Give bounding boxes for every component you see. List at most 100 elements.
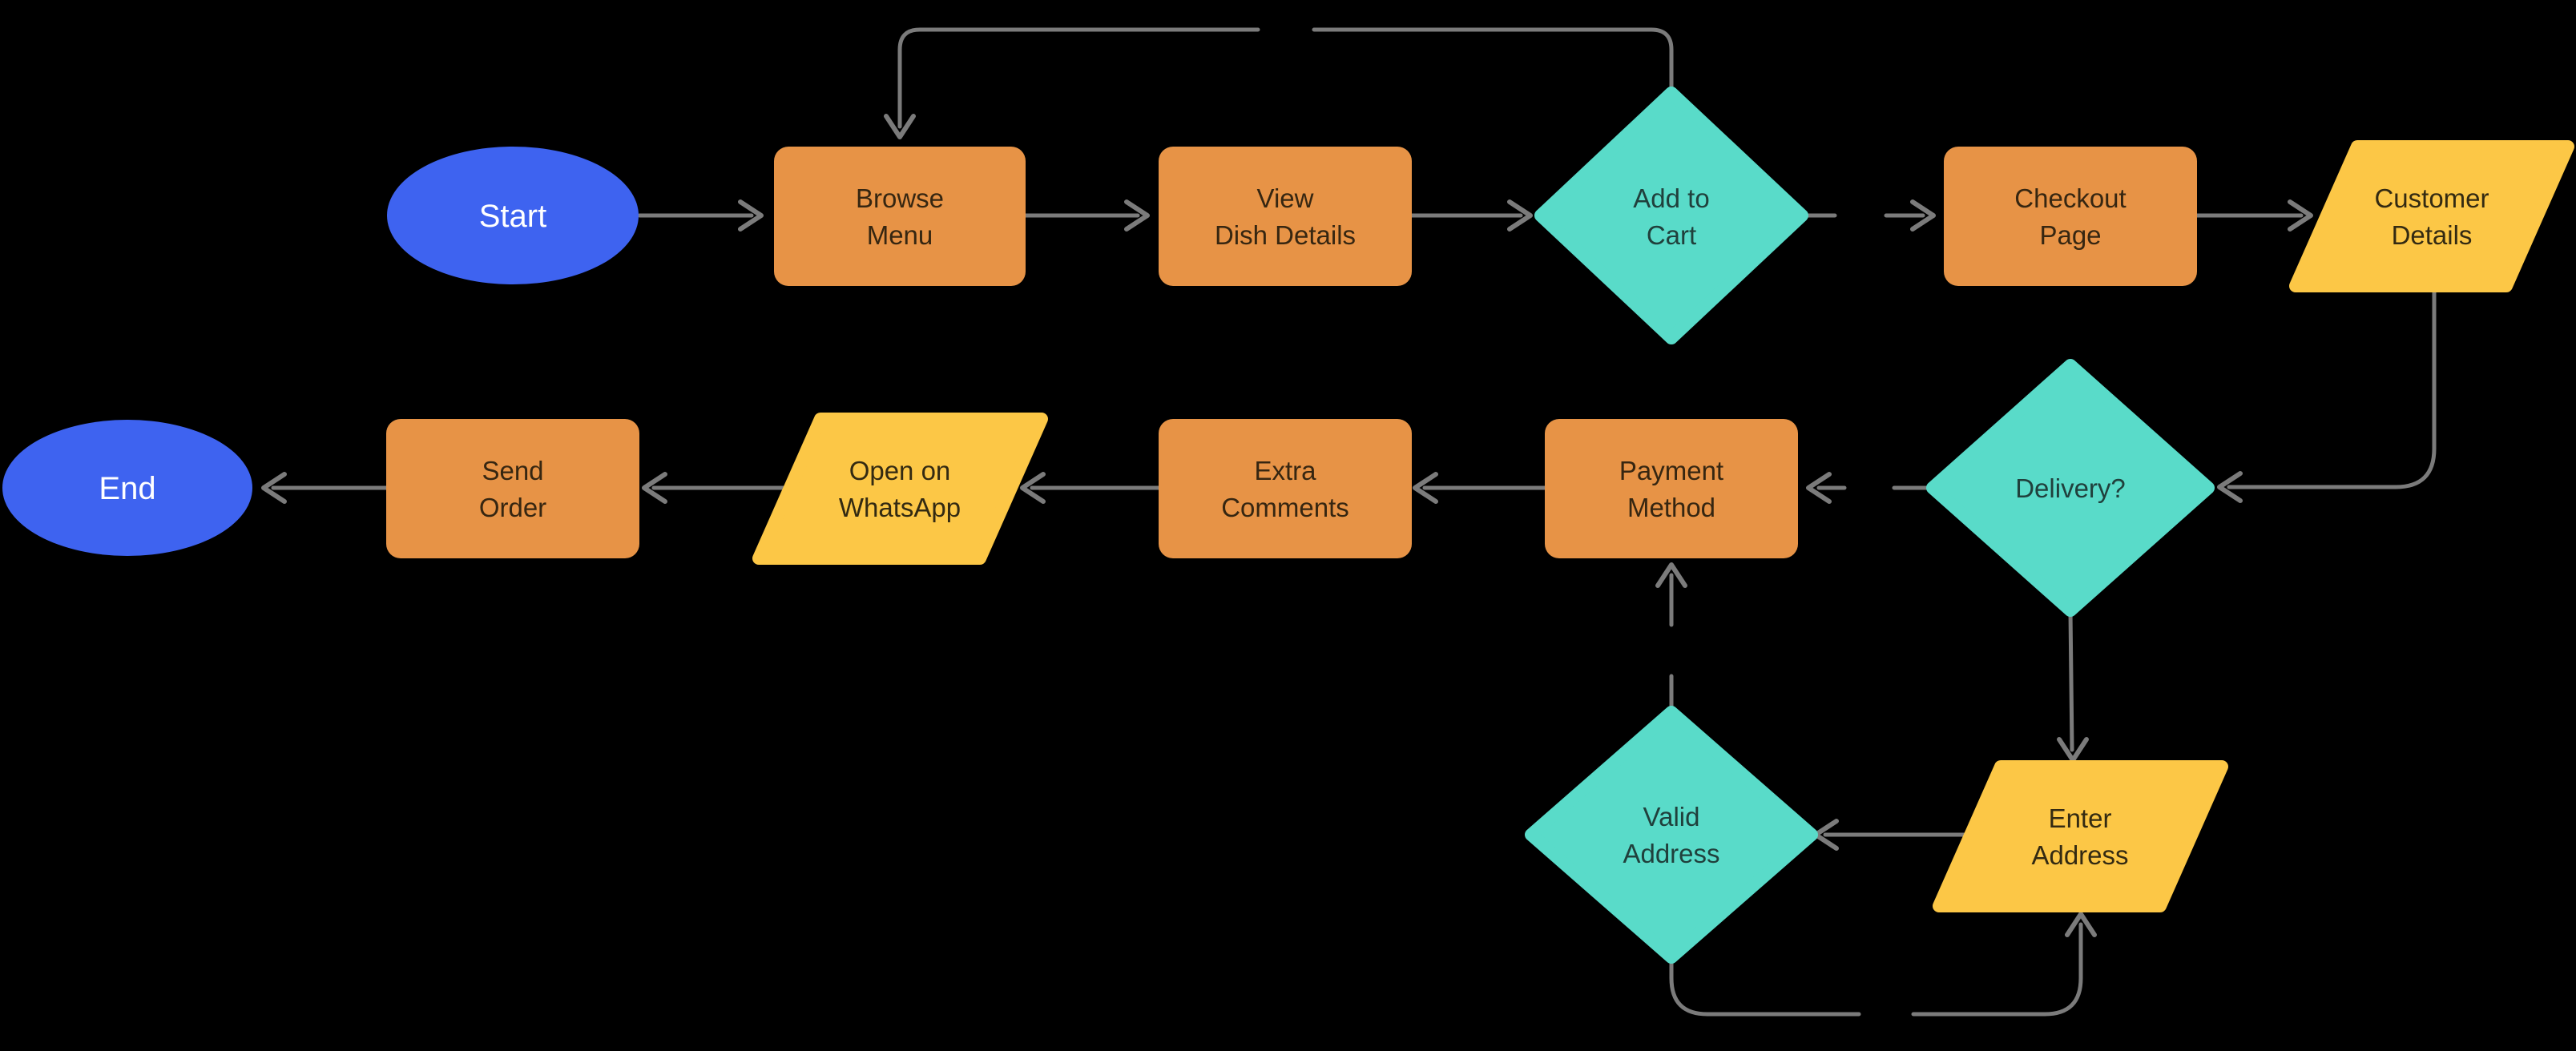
label-line: Extra	[1254, 456, 1316, 485]
edge-segment	[1669, 956, 1861, 1017]
edge-checkout-page-to-customer-details	[2195, 199, 2313, 232]
checkout-page-shape	[1944, 147, 2197, 286]
delivery-label: Delivery?	[2015, 473, 2126, 503]
edge-segment	[897, 27, 1260, 129]
send-order-shape	[386, 419, 639, 558]
node-start: Start	[387, 147, 639, 284]
customer-details-shape	[2289, 140, 2574, 292]
open-on-whatsapp-label: Open on WhatsApp	[839, 456, 961, 522]
label-line: Send	[482, 456, 543, 485]
start-shape	[387, 147, 639, 284]
label-line: WhatsApp	[839, 493, 961, 522]
label-line: Order	[479, 493, 546, 522]
label-line: Menu	[867, 220, 933, 250]
label-line: Customer	[2374, 183, 2489, 213]
view-dish-details-shape	[1159, 147, 1412, 286]
arrowhead-icon	[738, 199, 764, 232]
end-shape	[2, 420, 252, 556]
edge-segment	[2227, 284, 2437, 489]
node-end: End	[2, 420, 252, 556]
label-line: Delivery?	[2015, 473, 2126, 503]
edge-valid-address-loop-to-enter-address	[1669, 912, 2097, 1017]
arrowhead-icon	[1020, 472, 1046, 504]
edge-delivery-to-payment-method	[1806, 472, 1932, 504]
label-line: Browse	[856, 183, 944, 213]
arrowhead-icon	[1910, 199, 1936, 232]
label-line: Start	[479, 199, 546, 234]
node-open-on-whatsapp: Open on WhatsApp	[752, 413, 1048, 565]
edge-add-to-cart-to-checkout-page	[1802, 199, 1936, 232]
extra-comments-shape	[1159, 419, 1412, 558]
label-line: Method	[1627, 493, 1715, 522]
arrowhead-icon	[1413, 472, 1438, 504]
edge-open-on-whatsapp-to-send-order	[642, 472, 792, 504]
start-label: Start	[479, 199, 546, 234]
edge-payment-method-to-extra-comments	[1413, 472, 1547, 504]
add-to-cart-label: Add to Cart	[1633, 183, 1709, 250]
label-line: Page	[2039, 220, 2101, 250]
open-on-whatsapp-shape	[752, 413, 1048, 565]
label-line: View	[1257, 183, 1314, 213]
edge-start-to-browse-menu	[637, 199, 764, 232]
edge-send-order-to-end	[261, 472, 389, 504]
edge-browse-menu-to-view-dish-details	[1023, 199, 1150, 232]
edge-add-to-cart-loop-to-browse-menu	[884, 27, 1674, 139]
label-line: Checkout	[2014, 183, 2126, 213]
arrowhead-icon	[2288, 199, 2313, 232]
label-line: Payment	[1619, 456, 1723, 485]
label-line: Add to	[1633, 183, 1709, 213]
label-line: Enter	[2049, 803, 2112, 833]
browse-menu-shape	[774, 147, 1026, 286]
label-line: Address	[2031, 840, 2128, 870]
edge-extra-comments-to-open-on-whatsapp	[1020, 472, 1161, 504]
edge-delivery-to-enter-address	[2057, 609, 2089, 763]
arrowhead-icon	[1507, 199, 1533, 232]
arrowhead-icon	[1124, 199, 1150, 232]
label-line: End	[99, 471, 155, 506]
arrowhead-icon	[2217, 471, 2243, 503]
edge-segment	[1911, 922, 2083, 1017]
edge-view-dish-details-to-add-to-cart	[1409, 199, 1533, 232]
arrowhead-icon	[1655, 562, 1687, 588]
payment-method-shape	[1545, 419, 1798, 558]
node-add-to-cart: Add to Cart	[1534, 87, 1808, 344]
label-line: Cart	[1647, 220, 1696, 250]
label-line: Open on	[849, 456, 951, 485]
delivery-shape	[1926, 359, 2215, 617]
label-line: Dish Details	[1215, 220, 1356, 250]
edge-enter-address-to-valid-address	[1813, 819, 1973, 851]
valid-address-shape	[1525, 706, 1818, 964]
arrowhead-icon	[642, 472, 667, 504]
enter-address-shape	[1933, 760, 2228, 912]
arrowhead-icon	[884, 114, 916, 139]
edge-segment	[1312, 27, 1674, 95]
arrowhead-icon	[261, 472, 287, 504]
node-delivery: Delivery?	[1926, 359, 2215, 617]
end-label: End	[99, 471, 155, 506]
edge-customer-details-to-delivery	[2217, 284, 2437, 503]
label-line: Address	[1623, 839, 1719, 868]
add-to-cart-shape	[1534, 87, 1808, 344]
edge-valid-address-to-payment-method	[1655, 562, 1687, 712]
edge-segment	[2068, 609, 2074, 752]
label-line: Comments	[1221, 493, 1349, 522]
label-line: Valid	[1643, 802, 1700, 832]
